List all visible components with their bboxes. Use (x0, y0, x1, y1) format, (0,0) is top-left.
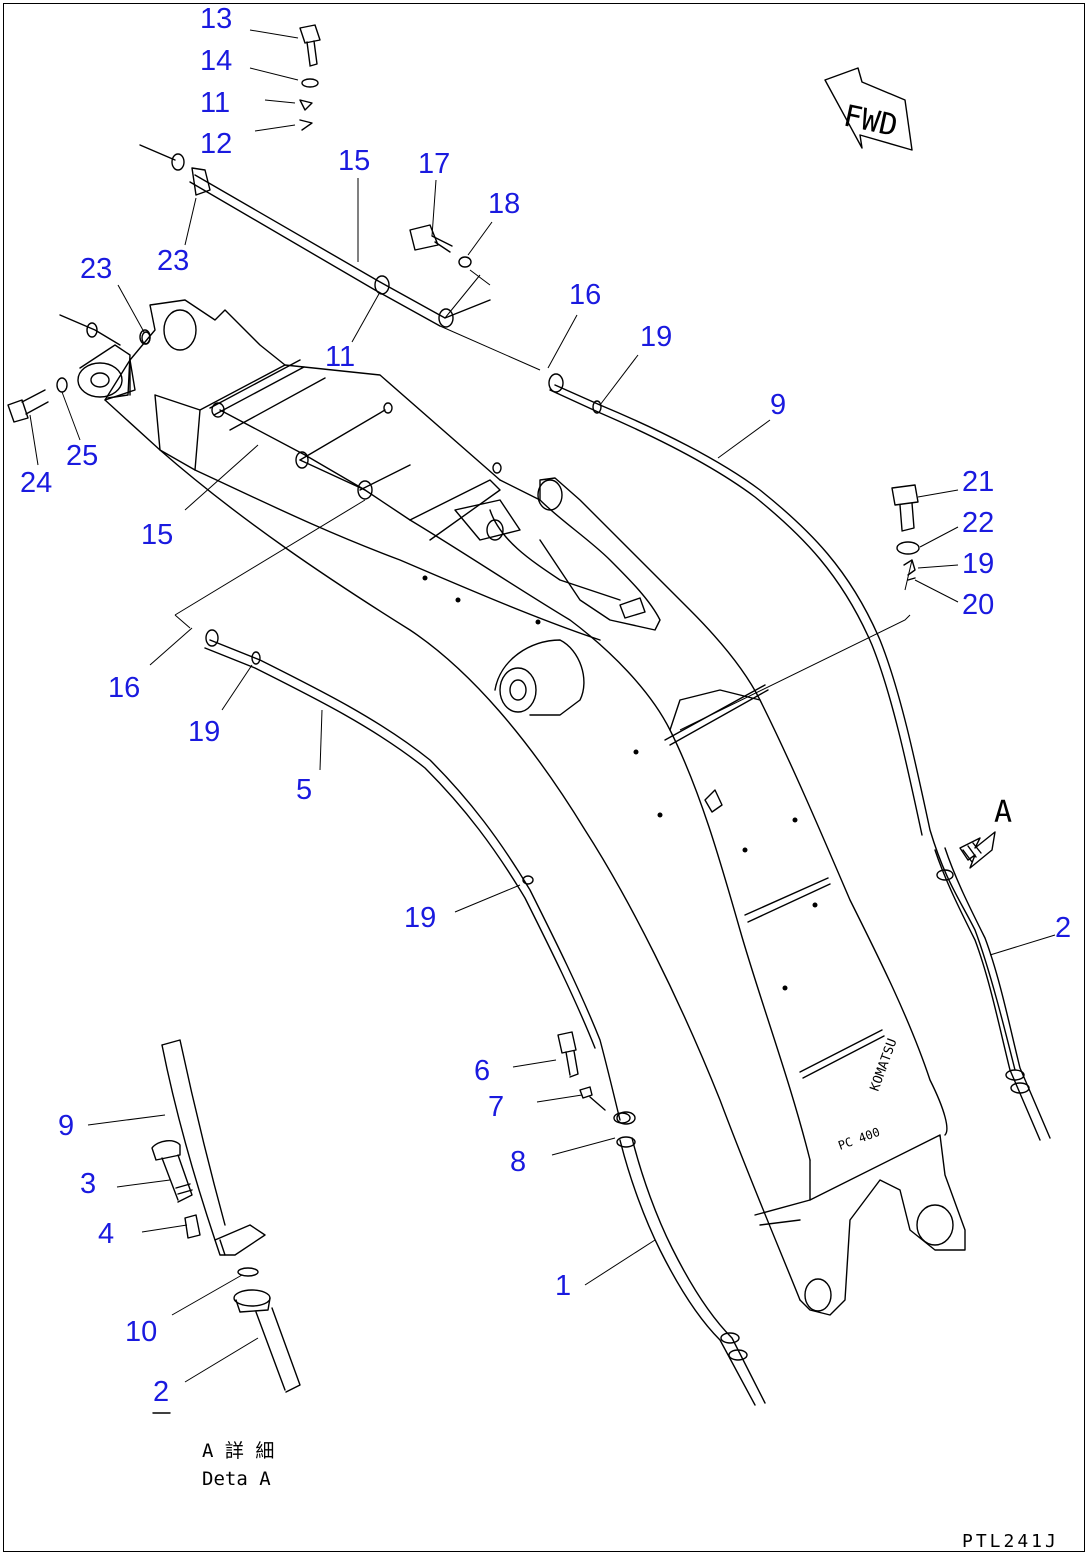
callout-22: 22 (962, 507, 994, 539)
detail-a (151, 1039, 301, 1393)
callout-11: 11 (200, 87, 230, 119)
detail-label-jp: A 詳 細 (202, 1440, 274, 1462)
callout-19: 19 (188, 716, 220, 748)
drawing-code: PTL241J (962, 1531, 1059, 1552)
callout-19: 19 (404, 902, 436, 934)
callout-6: 6 (474, 1055, 490, 1087)
callout-7: 7 (488, 1091, 504, 1123)
hardware (7, 24, 920, 1124)
callout-1: 1 (555, 1270, 571, 1302)
svg-text:PC 400: PC 400 (836, 1125, 882, 1153)
foot-crossbars (209, 359, 502, 521)
callout-19: 19 (962, 548, 994, 580)
callout-3: 3 (80, 1168, 96, 1200)
hose-lines (59, 144, 1051, 1406)
callout-23: 23 (157, 245, 189, 277)
callout-15: 15 (338, 145, 370, 177)
callout-12: 12 (200, 128, 232, 160)
callout-2: 2 (1055, 912, 1071, 944)
callout-25: 25 (66, 440, 98, 472)
callout-5: 5 (296, 774, 312, 806)
svg-text:KOMATSU: KOMATSU (868, 1037, 901, 1094)
callout-14: 14 (200, 45, 232, 77)
callout-20: 20 (962, 589, 994, 621)
callout-labels: 13 14 11 12 15 17 18 23 23 16 19 11 9 24… (20, 3, 1071, 1408)
callout-21: 21 (962, 466, 994, 498)
callout-9: 9 (58, 1110, 74, 1142)
callout-13: 13 (200, 3, 232, 35)
callout-16: 16 (108, 672, 140, 704)
fwd-arrow-icon: FWD (824, 67, 913, 151)
callout-18: 18 (488, 188, 520, 220)
callout-24: 24 (20, 467, 52, 499)
callout-9: 9 (770, 389, 786, 421)
callout-11: 11 (325, 341, 355, 373)
callout-17: 17 (418, 148, 450, 180)
callout-23: 23 (80, 253, 112, 285)
drawing-frame (3, 3, 1085, 1552)
fwd-label: FWD (840, 99, 900, 145)
view-a-arrow-icon (959, 831, 996, 869)
callout-10: 10 (125, 1316, 157, 1348)
callout-16: 16 (569, 279, 601, 311)
leader-lines (29, 29, 1056, 1383)
callout-4: 4 (98, 1218, 114, 1250)
view-a-label: A (994, 795, 1012, 830)
callout-19: 19 (640, 321, 672, 353)
callout-8: 8 (510, 1146, 526, 1178)
callout-2: 2 (153, 1376, 169, 1408)
callout-15: 15 (141, 519, 173, 551)
detail-label-en: Deta A (202, 1468, 271, 1490)
